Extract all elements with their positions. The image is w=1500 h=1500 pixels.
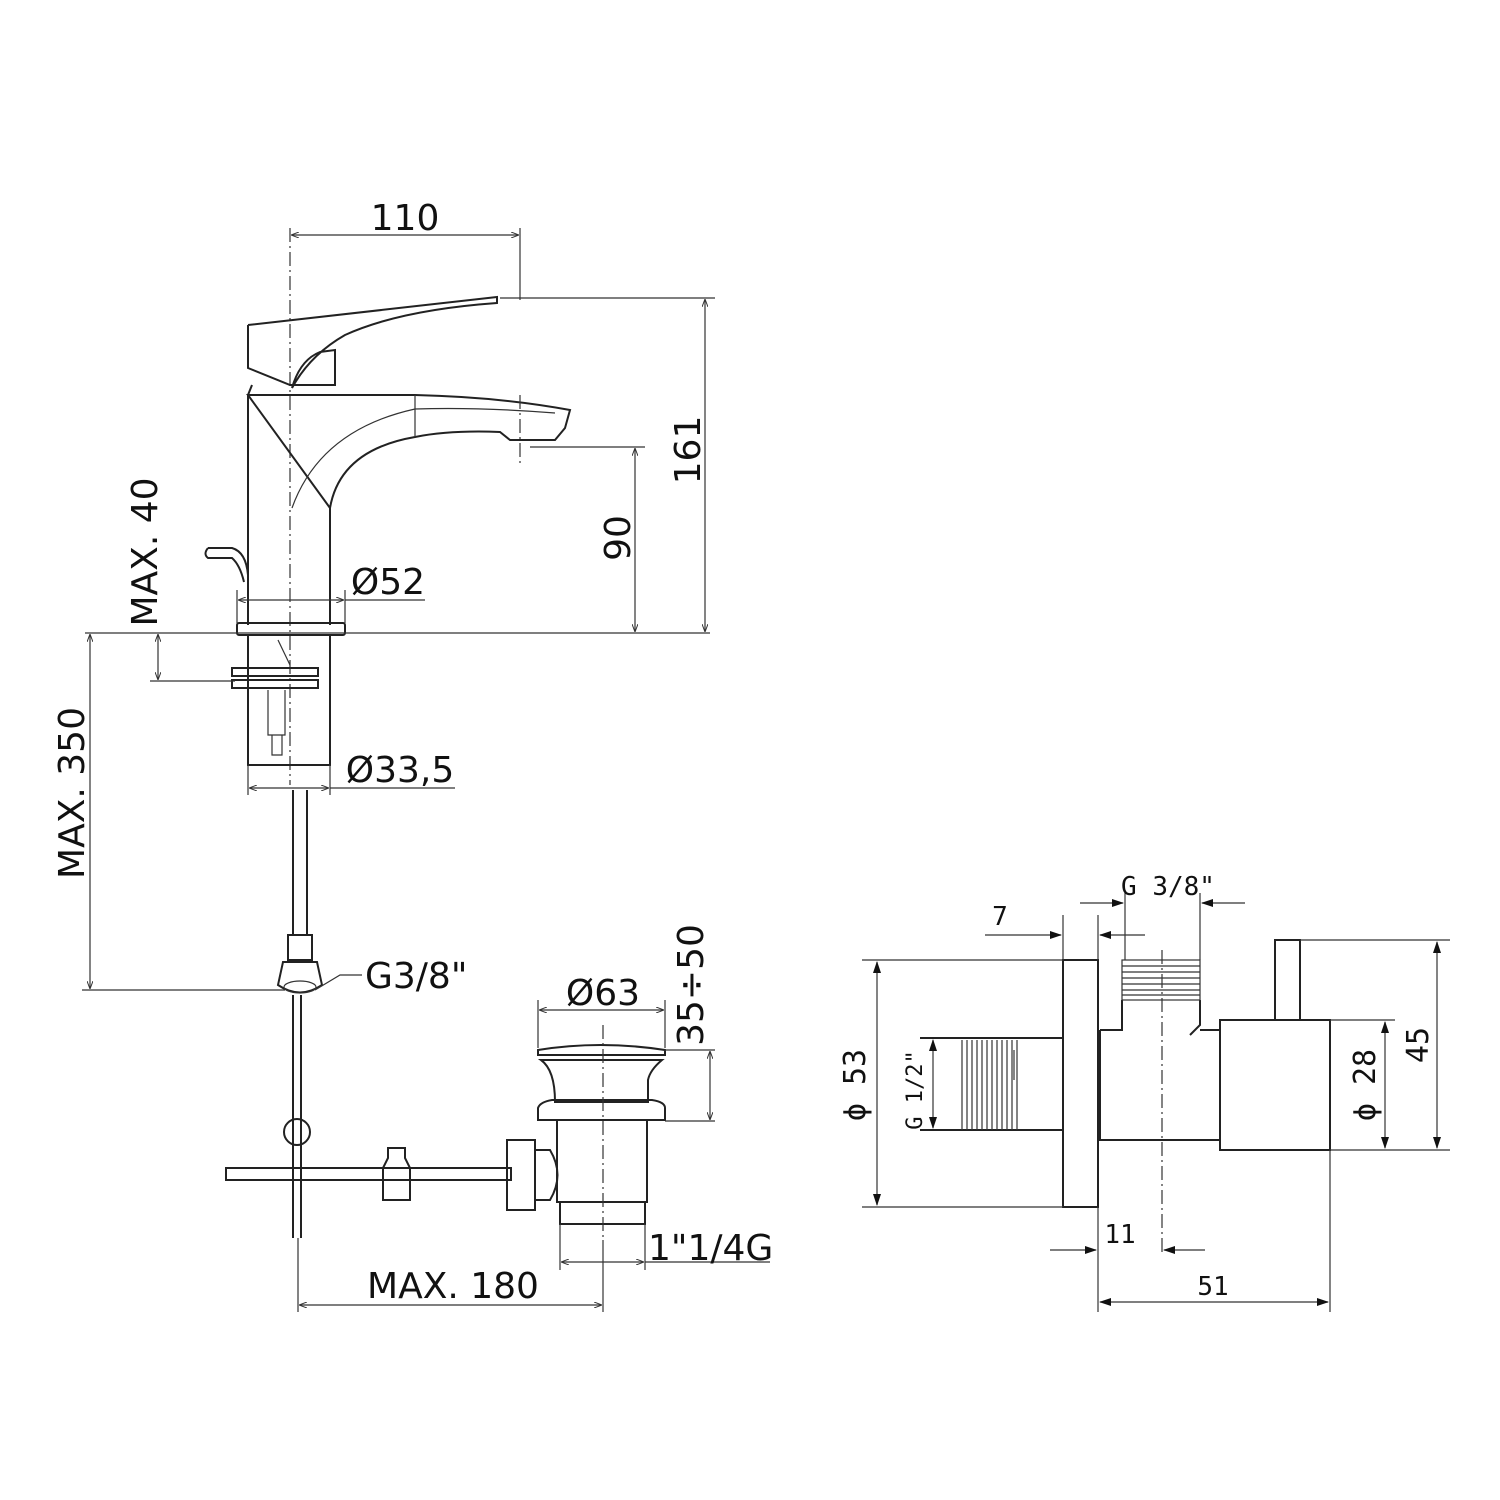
valve-dimensions [862,893,1450,1312]
dim-offset-11: 11 [1104,1220,1135,1250]
dim-max-40: MAX. 40 [125,477,166,626]
pop-up-waste [506,1025,666,1240]
fixing-nut [231,679,319,689]
dim-base-diameter: Ø52 [351,562,425,603]
faucet-handle [247,295,498,389]
popup-lever [204,547,249,583]
outlet-thread [1121,959,1201,1001]
dim-hose-thread: G3/8" [365,956,467,997]
dim-length-51: 51 [1197,1272,1228,1302]
dim-90: 90 [598,515,639,561]
handle-base [247,384,253,396]
hose [292,790,308,935]
shank-detail [277,639,291,666]
valve-cylinder [1219,1019,1331,1151]
faucet-dimensions [82,228,770,1312]
nut-opening [283,980,317,994]
dim-drain-range: 35÷50 [671,924,712,1046]
dim-shank-diameter: Ø33,5 [346,750,455,791]
rod-clip [382,1147,411,1201]
dim-outlet-thread: G 3/8" [1121,872,1215,902]
popup-rod [267,690,286,756]
dim-inlet-thread: G 1/2" [903,1050,928,1129]
dim-drain-thread: 1"1/4G [648,1228,773,1269]
valve-flange [1062,959,1099,1208]
inlet-thread [961,1040,1018,1130]
fixing-ring [231,667,319,677]
dim-max-180: MAX. 180 [367,1266,539,1307]
dim-height-45: 45 [1401,1027,1436,1063]
vertical-rod [292,995,302,1238]
rod-ball [283,1118,311,1146]
dim-flange-diameter: ϕ 53 [838,1049,873,1121]
faucet-view: 110 161 90 MAX. 40 Ø52 Ø33,5 MAX. 350 G3… [52,198,773,1312]
horizontal-rod [225,1167,512,1181]
dim-max-350: MAX. 350 [52,707,93,879]
dim-drain-diameter: Ø63 [566,973,640,1014]
hose-ferrule [287,934,313,961]
angle-valve-view: 7 G 3/8" ϕ 53 G 1/2" ϕ 28 45 11 51 [838,872,1450,1312]
shank [247,634,331,766]
dim-flange-7: 7 [992,902,1008,932]
faucet-body [246,394,572,625]
hose-nut [276,961,324,994]
dim-161: 161 [668,416,709,485]
valve-body [1099,1000,1220,1141]
spout-inner [291,407,556,509]
dim-110: 110 [371,198,440,239]
valve-handle-stem [1274,939,1301,1021]
dim-body-diameter: ϕ 28 [1348,1049,1383,1121]
